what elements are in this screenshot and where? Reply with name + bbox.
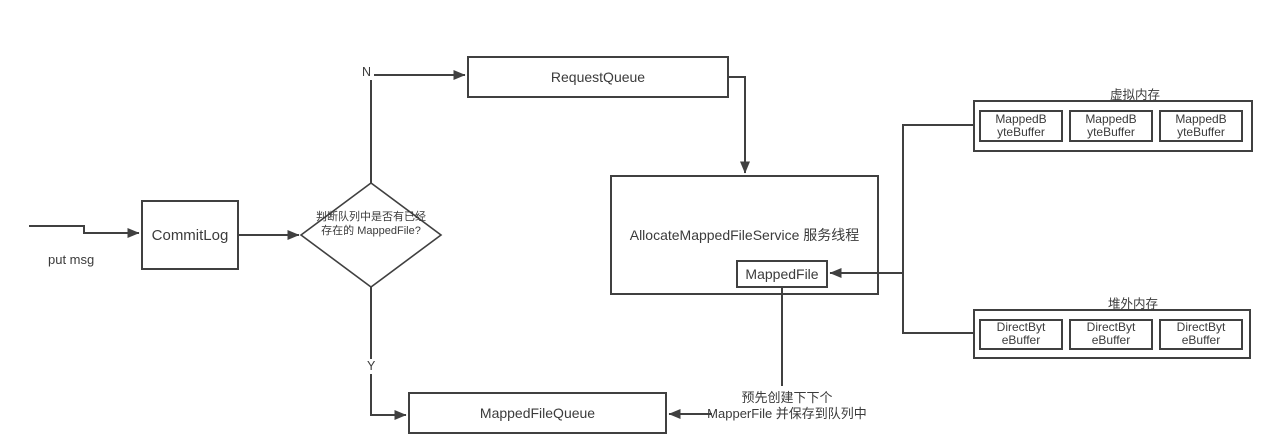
buffer-text-line1: DirectByt [1086,320,1136,334]
buffer-text-line1: DirectByt [1176,320,1226,334]
mappedfile-box: MappedFile [736,260,828,288]
buffer-text-line1: MappedB [1175,112,1227,126]
precreate-note-line2: MapperFile 并保存到队列中 [707,406,867,421]
buffer-text-line2: eBuffer [1001,333,1041,347]
precreate-note: 预先创建下下个 MapperFile 并保存到队列中 [703,390,871,422]
branch-n-label: N [359,65,375,80]
directbytebuffer-box: DirectByt eBuffer [979,318,1063,350]
directbytebuffer-box: DirectByt eBuffer [1159,318,1243,350]
precreate-note-line1: 预先创建下下个 [741,390,833,405]
requestqueue-box: RequestQueue [467,56,729,98]
offheap-memory-label: 堆外内存 [1107,297,1158,311]
requestqueue-label: RequestQueue [550,69,646,85]
decision-text-line2: 存在的 MappedFile? [321,224,421,237]
buffer-text-line2: eBuffer [1181,333,1221,347]
connector-putmsg-commitlog [29,225,140,238]
commitlog-label: CommitLog [151,226,229,244]
buffer-text-line2: yteBuffer [997,125,1045,139]
connector-requestqueue-allocate [729,76,750,174]
buffer-text-line1: DirectByt [996,320,1046,334]
commitlog-box: CommitLog [141,200,239,270]
mappedfilequeue-label: MappedFileQueue [479,405,596,421]
offheap-memory-group: DirectByt eBuffer DirectByt eBuffer Dire… [973,309,1251,359]
connector-decision-requestqueue [370,70,466,183]
mappedbytebuffer-box: MappedB yteBuffer [1159,110,1243,142]
buffer-text-line2: yteBuffer [1177,125,1225,139]
decision-text-line1: 判断队列中是否有已经 [316,211,426,223]
put-msg-label: put msg [48,252,95,267]
buffer-text-line2: yteBuffer [1087,125,1135,139]
virtual-memory-group: MappedB yteBuffer MappedB yteBuffer Mapp… [973,100,1253,152]
branch-y-label: Y [364,359,379,374]
buffer-text-line1: MappedB [1085,112,1137,126]
mappedfilequeue-box: MappedFileQueue [408,392,667,434]
directbytebuffer-box: DirectByt eBuffer [1069,318,1153,350]
mappedbytebuffer-box: MappedB yteBuffer [979,110,1063,142]
decision-text: 判断队列中是否有已经 存在的 MappedFile? [303,211,439,238]
connector-memory-bracket [902,124,973,334]
decision-diamond-shape [299,182,443,288]
allocate-service-box: AllocateMappedFileService 服务线程 [610,175,879,295]
buffer-text-line1: MappedB [995,112,1047,126]
allocate-service-label: AllocateMappedFileService 服务线程 [629,227,860,243]
mappedbytebuffer-box: MappedB yteBuffer [1069,110,1153,142]
buffer-text-line2: eBuffer [1091,333,1131,347]
mappedfile-label: MappedFile [745,266,819,282]
connector-decision-mappedfilequeue [370,287,407,420]
virtual-memory-label: 虚拟内存 [1109,88,1160,102]
